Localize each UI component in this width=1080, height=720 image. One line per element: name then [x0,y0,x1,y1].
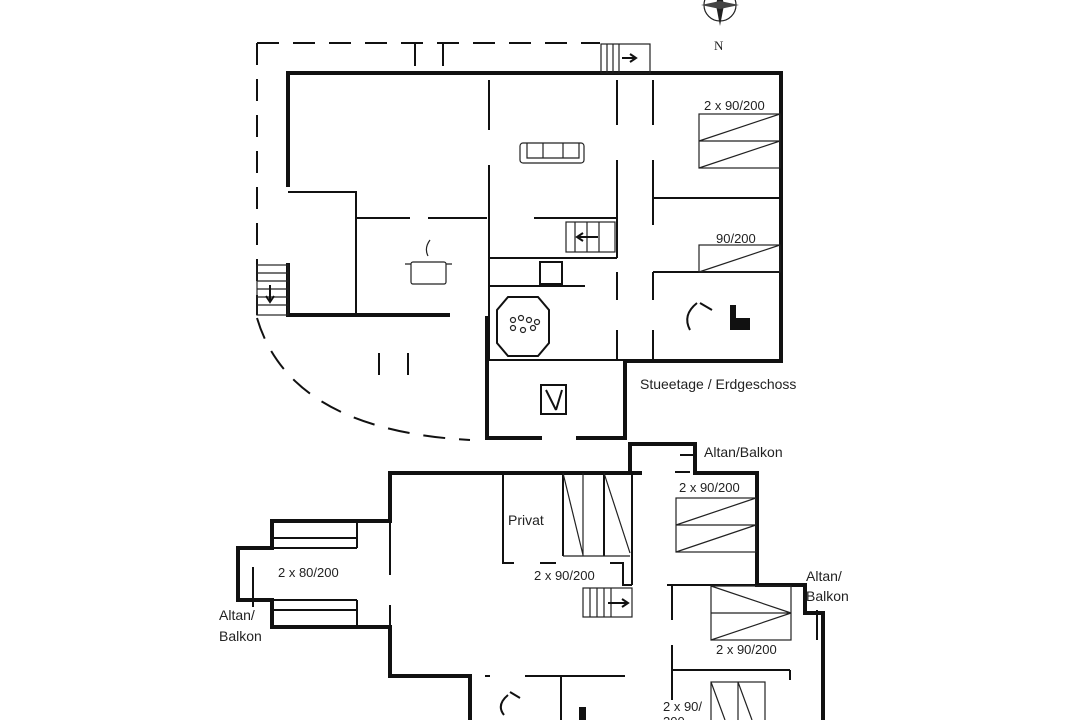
room-label: Privat [508,512,544,528]
toilet-icon [730,305,750,330]
bed-label: 2 x 90/200 [704,98,765,113]
terrace-outline [256,42,600,315]
toilet-icon [579,707,586,720]
bed-label: 2 x 90/ [663,699,702,714]
floor-title: Stueetage / Erdgeschoss [640,376,796,392]
utility-icon [540,384,567,415]
shower-icon [686,302,713,331]
shower-icon [499,691,521,716]
terrace-curve [256,317,471,441]
cooking-pot-icon [405,239,452,285]
balcony-label: Balkon [219,628,262,644]
balcony-label: Altan/ [806,568,842,584]
upper-floor-plan: Privat 2 x 90/200 2 x 90/200 Altan/Balko… [219,442,849,720]
balcony-label: Balkon [806,588,849,604]
bed-label: 2 x 90/200 [534,568,595,583]
bed-label: 2 x 90/200 [679,480,740,495]
sofa-icon [519,142,585,164]
bed-label: 2 x 80/200 [278,565,339,580]
bed-label: 90/200 [716,231,756,246]
washing-machine-icon [539,261,563,285]
stairs-icon [256,43,651,316]
bed-label: 2 x 90/200 [716,642,777,657]
stairs-icon [582,587,633,618]
bed-label: 200 [663,714,685,720]
north-label: N [714,38,724,53]
balcony-label: Altan/ [219,607,255,623]
balcony-label: Altan/Balkon [704,444,783,460]
compass-rose-icon: N [701,0,739,53]
bed-icon [698,113,781,273]
ground-floor-plan: 2 x 90/200 90/200 Stueetage / Erdgeschos… [256,42,796,441]
hot-tub-icon [496,296,550,357]
